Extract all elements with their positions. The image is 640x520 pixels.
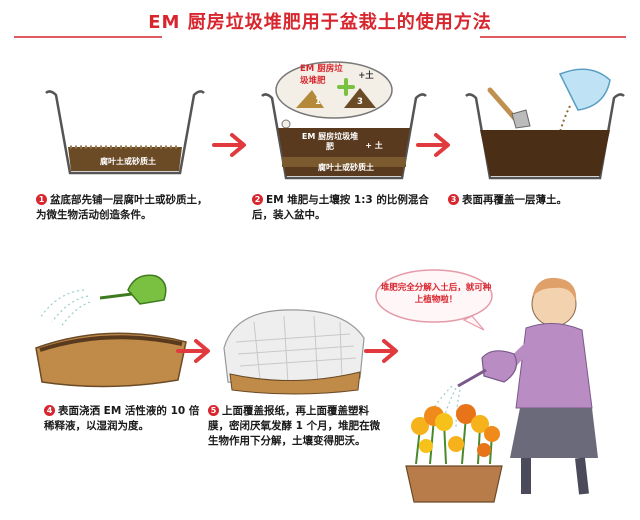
step-number: 2 <box>252 194 263 205</box>
plus-soil-pot-label: + 土 <box>365 141 383 150</box>
compost-pile <box>296 90 324 108</box>
planter-step-5 <box>223 309 365 395</box>
bubble-compost-label: EM 厨房垃圾堆肥 <box>300 64 343 86</box>
gardener-scene <box>405 277 598 503</box>
pot-step-3 <box>465 68 625 180</box>
gardener-shirt <box>515 323 593 409</box>
step-number: 1 <box>36 194 47 205</box>
plastic-cover <box>223 309 365 387</box>
planter-box <box>35 332 187 388</box>
leaf-soil-layer <box>68 147 182 171</box>
step-number: 3 <box>448 194 459 205</box>
pot-step-2 <box>261 61 427 180</box>
leaf-soil-label-1: 腐叶土或砂质土 <box>100 157 156 166</box>
step-number: 4 <box>44 405 55 416</box>
arrow-icon <box>212 133 246 157</box>
planter-step-4 <box>35 274 187 388</box>
newspaper-pattern <box>235 315 357 385</box>
em-compost-pot-label: EM 厨房垃圾堆肥 <box>301 132 359 151</box>
leaf-soil-label-2: 腐叶土或砂质土 <box>318 163 374 172</box>
ratio-left: 1 <box>315 97 321 107</box>
top-soil-layer <box>480 130 610 176</box>
title-rule-right <box>480 36 626 38</box>
speech-bubble <box>375 269 493 331</box>
speech-text: 堆肥完全分解入土后，就可种上植物啦！ <box>380 283 492 305</box>
bubble-plus-label: +土 <box>358 71 374 81</box>
arrow-icon <box>176 339 210 363</box>
step-number: 5 <box>208 405 219 416</box>
flowers-icon <box>411 404 500 465</box>
arrow-icon <box>416 133 450 157</box>
arrow-icon <box>364 339 398 363</box>
bowl-icon <box>558 68 611 111</box>
pot-step-1 <box>45 90 205 175</box>
watering-can-icon <box>127 274 167 305</box>
flower-planter <box>405 465 503 503</box>
soil-pile <box>344 88 376 108</box>
title-rule-left <box>14 36 162 38</box>
ratio-right: 3 <box>357 97 363 107</box>
plus-icon <box>337 78 355 96</box>
page-title: EM 厨房垃圾堆肥用于盆栽土的使用方法 <box>148 12 492 33</box>
watering-can-icon <box>481 350 517 383</box>
